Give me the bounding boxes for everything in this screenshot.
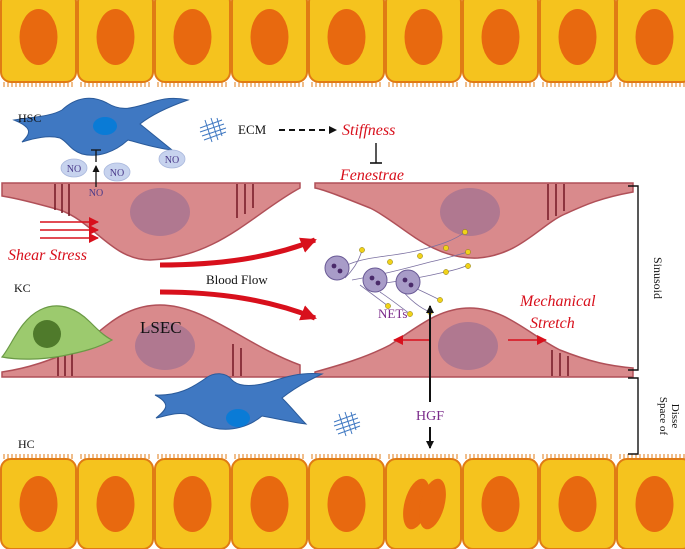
hepatocyte-cell bbox=[462, 454, 539, 549]
no-label-source: NO bbox=[89, 188, 103, 199]
lsec-lower-right bbox=[314, 307, 634, 378]
ecm-label: ECM bbox=[238, 122, 267, 137]
hepatocyte-cell bbox=[77, 454, 154, 549]
hepatocyte-cell bbox=[154, 454, 231, 549]
hgf-label: HGF bbox=[416, 409, 444, 424]
mechanical-stretch-label-line1: Mechanical bbox=[519, 293, 596, 310]
hepatocyte-cell bbox=[231, 0, 308, 87]
hsc-cell-bottom bbox=[154, 373, 324, 430]
blood-flow-arrow-upper bbox=[159, 237, 317, 268]
blood-flow-arrow-lower bbox=[159, 289, 317, 321]
hepatocyte-cell bbox=[308, 454, 385, 549]
nets-cluster bbox=[324, 229, 471, 317]
hepatocyte-cell bbox=[616, 0, 685, 87]
hc-label: HC bbox=[18, 437, 35, 451]
hepatocyte-row-bottom bbox=[0, 454, 685, 549]
shear-stress-label: Shear Stress bbox=[8, 247, 87, 264]
lsec-upper-right bbox=[314, 182, 634, 259]
hepatocyte-cell bbox=[231, 454, 308, 549]
no-label-3: NO bbox=[165, 155, 179, 166]
ecm-fiber-icon bbox=[199, 117, 227, 143]
lsec-lower-left bbox=[1, 304, 301, 378]
mechanical-stretch-label-line2: Stretch bbox=[530, 315, 575, 332]
fenestrae-label: Fenestrae bbox=[339, 167, 404, 184]
sinusoid-bracket bbox=[628, 185, 639, 371]
blood-flow-label: Blood Flow bbox=[206, 272, 268, 287]
space-of-disse-bracket bbox=[628, 377, 639, 455]
no-label-1: NO bbox=[67, 164, 81, 175]
lsec-upper-left bbox=[1, 182, 301, 261]
hepatocyte-cell bbox=[539, 0, 616, 87]
hepatocyte-cell bbox=[539, 454, 616, 549]
hepatocyte-cell bbox=[462, 0, 539, 87]
kc-cell bbox=[0, 305, 114, 360]
lsec-label: LSEC bbox=[140, 318, 182, 337]
shear-stress-arrows bbox=[40, 217, 99, 243]
hepatocyte-cell bbox=[0, 0, 77, 87]
hepatocyte-cell bbox=[385, 0, 462, 87]
hepatocyte-cell bbox=[308, 0, 385, 87]
nets-label: NETs bbox=[378, 306, 407, 321]
hepatocyte-cell bbox=[77, 0, 154, 87]
hsc-cell-top bbox=[12, 97, 190, 156]
ecm-fiber-icon-lower bbox=[333, 411, 361, 437]
space-of-disse-label-line2: Disse bbox=[669, 404, 681, 429]
hepatocyte-row-top bbox=[0, 0, 685, 87]
hepatocyte-cell bbox=[0, 454, 77, 549]
hsc-label: HSC bbox=[18, 111, 41, 125]
no-molecules: NO NO NO NO bbox=[60, 149, 186, 199]
hepatocyte-cell bbox=[616, 454, 685, 549]
space-of-disse-label-line1: Space of bbox=[657, 397, 669, 436]
no-label-2: NO bbox=[110, 168, 124, 179]
hepatocyte-cell bbox=[385, 454, 462, 549]
hepatocyte-cell bbox=[154, 0, 231, 87]
stiffness-label: Stiffness bbox=[342, 122, 395, 139]
kc-label: KC bbox=[14, 281, 31, 295]
sinusoid-label: Sinusoid bbox=[651, 257, 665, 299]
